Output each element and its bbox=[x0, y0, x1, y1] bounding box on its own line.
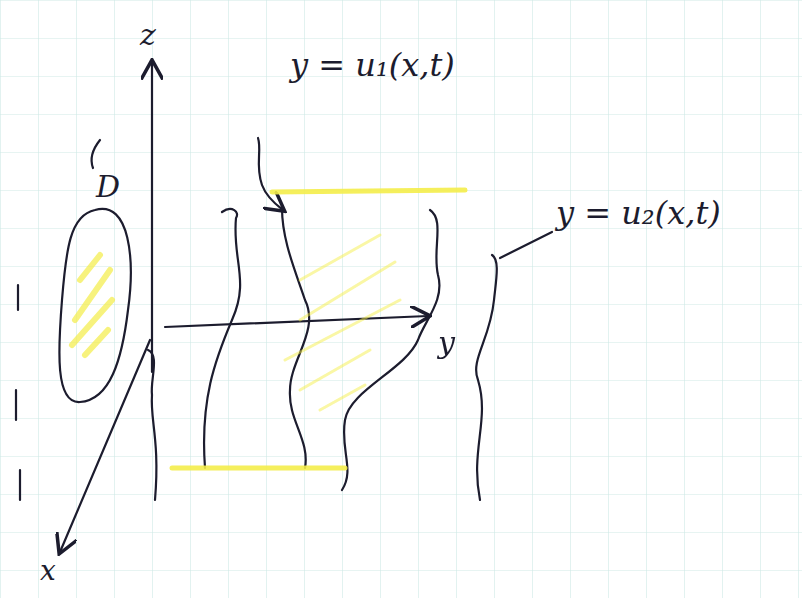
surface-u1-front bbox=[204, 209, 240, 468]
surface-u2-front bbox=[342, 210, 439, 490]
highlight-hatch bbox=[285, 235, 400, 410]
dashed-stroke bbox=[16, 285, 20, 500]
leader-line bbox=[258, 138, 283, 210]
region-outline bbox=[59, 209, 130, 402]
axis-label: D bbox=[96, 170, 120, 203]
highlight-line bbox=[272, 190, 465, 192]
axis-label: y = u₁(x,t) bbox=[290, 48, 455, 83]
leader-line bbox=[500, 232, 552, 258]
sketch-stroke bbox=[92, 140, 100, 168]
y-axis bbox=[165, 316, 428, 327]
surface-u2-back bbox=[476, 255, 497, 500]
x-axis bbox=[60, 340, 150, 552]
surface-edge bbox=[148, 350, 156, 500]
region-fill bbox=[72, 255, 112, 355]
z-axis bbox=[151, 62, 153, 372]
axis-label: z bbox=[140, 18, 156, 51]
axis-label: x bbox=[40, 556, 56, 587]
axis-label: y bbox=[438, 326, 455, 359]
axis-label: y = u₂(x,t) bbox=[556, 196, 721, 231]
surface-u1-back bbox=[282, 208, 309, 468]
highlight-line bbox=[172, 466, 345, 471]
